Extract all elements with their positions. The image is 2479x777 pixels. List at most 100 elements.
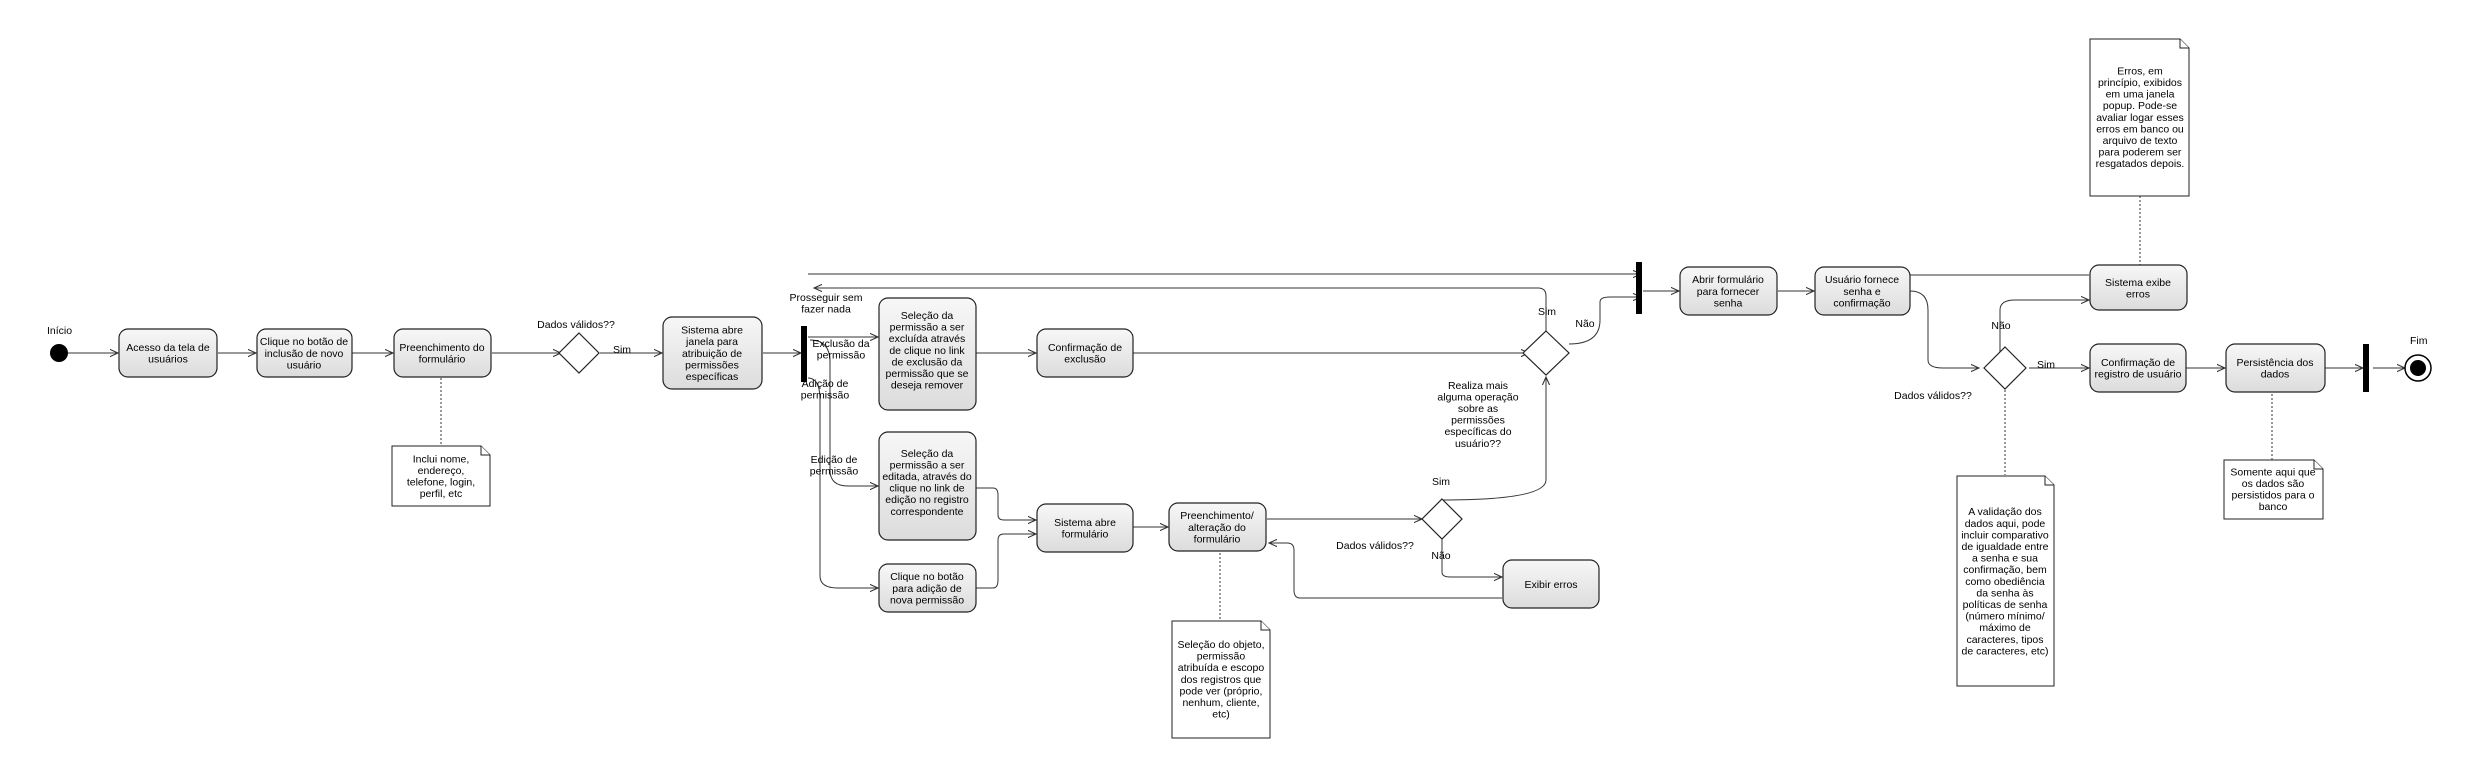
join-bar-password bbox=[1636, 262, 1642, 314]
text-line: incluir comparativo bbox=[1961, 529, 2049, 541]
text-line: exclusão bbox=[1064, 354, 1106, 366]
text-line: etc) bbox=[1212, 709, 1230, 721]
text-line: Clique no botão bbox=[890, 571, 964, 583]
note-campos-text: Inclui nome,endereço,telefone, login,per… bbox=[407, 453, 475, 500]
text-line: de caracteres, etc) bbox=[1962, 645, 2049, 657]
text-line: alguma operação bbox=[1437, 391, 1518, 403]
text-line: pode ver (próprio, bbox=[1180, 685, 1263, 697]
text-line: Seleção da bbox=[901, 448, 954, 460]
text-line: Seleção do objeto, bbox=[1178, 639, 1265, 651]
text-line: perfil, etc bbox=[420, 488, 463, 500]
label-dados-validos-3: Dados válidos?? bbox=[1894, 390, 1972, 402]
label-dados-validos-1: Dados válidos?? bbox=[537, 319, 615, 331]
text-line: princípio, exibidos bbox=[2098, 77, 2182, 89]
text-line: específicas do bbox=[1444, 426, 1511, 438]
text-line: (número mínimo/ bbox=[1965, 611, 2044, 623]
text-line: Confirmação de bbox=[1048, 342, 1122, 354]
text-line: confirmação, bem bbox=[1963, 564, 2047, 576]
text-line: janela para bbox=[685, 336, 738, 348]
text-line: de clique no link bbox=[889, 345, 965, 357]
text-line: Somente aqui que bbox=[2230, 466, 2315, 478]
text-line: correspondente bbox=[891, 506, 964, 518]
text-line: Dados válidos?? bbox=[537, 319, 615, 331]
text-line: permissões bbox=[685, 359, 739, 371]
text-line: Confirmação de bbox=[2101, 357, 2175, 369]
text-line: Preenchimento do bbox=[399, 342, 484, 354]
text-line: resgatados depois. bbox=[2096, 158, 2185, 170]
text-line: Sim bbox=[2037, 359, 2055, 371]
text-line: Sim bbox=[1432, 476, 1450, 488]
decision-dados-validos-3 bbox=[1983, 346, 2027, 390]
action-exibir-erros: Exibir erros bbox=[1502, 559, 1600, 609]
note-connectors bbox=[440, 196, 2273, 620]
text-line: usuários bbox=[148, 354, 188, 366]
text-line: alteração do bbox=[1188, 522, 1246, 534]
text-line: Sim bbox=[613, 344, 631, 356]
text-line: permissão bbox=[817, 350, 866, 362]
text-line: excluída através bbox=[889, 333, 965, 345]
decision-realiza-mais bbox=[1522, 330, 1570, 376]
decision-dados-validos-1 bbox=[558, 332, 600, 374]
text-line: Não bbox=[1431, 550, 1450, 562]
text-line: telefone, login, bbox=[407, 477, 475, 489]
label-sim-2: Sim bbox=[1432, 476, 1450, 488]
label-dados-validos-2: Dados válidos?? bbox=[1336, 540, 1414, 552]
text-line: como obediência bbox=[1965, 576, 2045, 588]
join-bar-end bbox=[2363, 344, 2369, 392]
label-nao-2: Não bbox=[1431, 550, 1450, 562]
text-line: Sistema abre bbox=[1054, 517, 1116, 529]
text-line: formulário bbox=[419, 354, 466, 366]
text-line: permissão a ser bbox=[890, 459, 965, 471]
text-line: Acesso da tela de bbox=[126, 342, 210, 354]
text-line: Abrir formulário bbox=[1692, 274, 1764, 286]
text-line: nova permissão bbox=[890, 594, 964, 606]
text-line: caracteres, tipos bbox=[1966, 634, 2043, 646]
text-line: Adição de bbox=[802, 378, 849, 390]
text-line: os dados são bbox=[2242, 478, 2305, 490]
label-nao-4: Não bbox=[1991, 320, 2010, 332]
text-line: dos registros que bbox=[1181, 674, 1262, 686]
initial-node bbox=[50, 344, 68, 362]
text-line: nenhum, cliente, bbox=[1182, 697, 1259, 709]
text-line: Clique no botão de bbox=[260, 336, 348, 348]
text-line: endereço, bbox=[418, 465, 465, 477]
text-line: Sim bbox=[1538, 306, 1556, 318]
flow-lines bbox=[68, 274, 2405, 599]
text-line: para fornecer bbox=[1697, 286, 1760, 298]
text-line: políticas de senha bbox=[1963, 599, 2048, 611]
text-line: permissão bbox=[1197, 651, 1246, 663]
text-line: em uma janela bbox=[2106, 89, 2175, 101]
text-line: arquivo de texto bbox=[2103, 135, 2178, 147]
text-line: para poderem ser bbox=[2099, 147, 2182, 159]
text-line: formulário bbox=[1062, 529, 1109, 541]
text-line: Prosseguir sem bbox=[790, 292, 863, 304]
text-line: atribuição de bbox=[682, 348, 742, 360]
text-line: usuário bbox=[287, 359, 322, 371]
text-line: permissão bbox=[810, 466, 859, 478]
